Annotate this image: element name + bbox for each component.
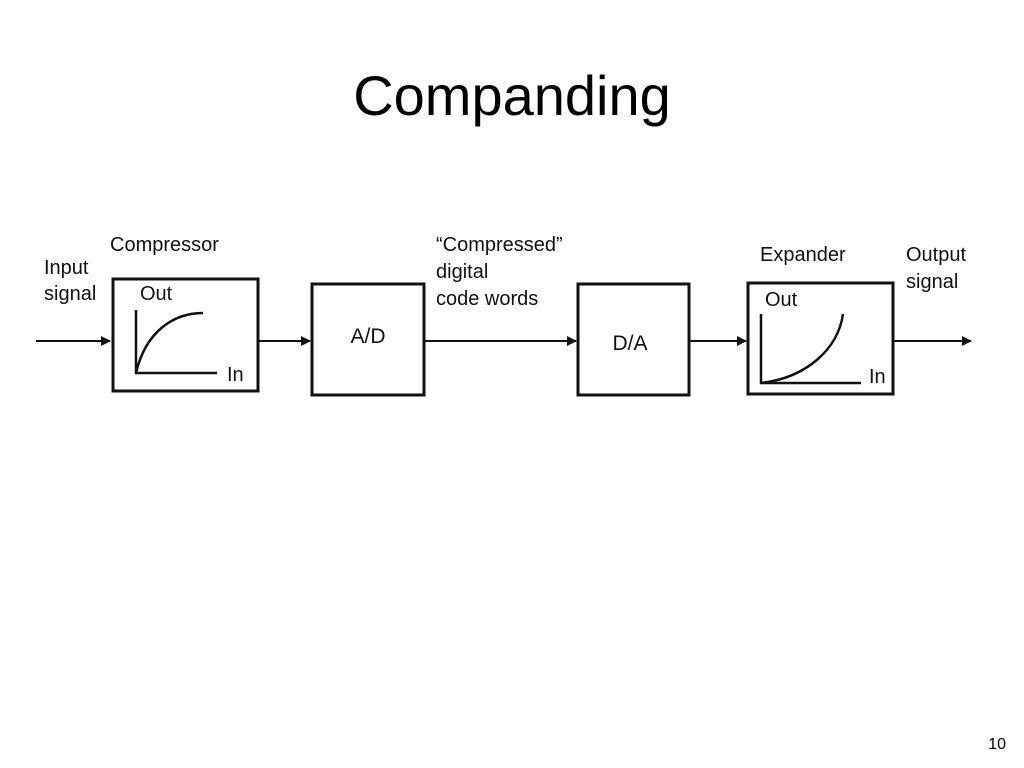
expander-block (746, 281, 895, 396)
compressor-in-axis-label: In (227, 364, 244, 386)
compressed-label-line1: “Compressed” (436, 234, 563, 256)
da-block-label: D/A (612, 332, 647, 355)
compressor-label: Compressor (110, 234, 219, 256)
page-number: 10 (988, 736, 1006, 753)
compressed-label-line3: code words (436, 288, 538, 310)
compressor-curve (134, 311, 204, 374)
compressor-out-axis-label: Out (140, 283, 173, 305)
da-block (576, 282, 691, 397)
expander-label: Expander (760, 244, 846, 266)
expander-out-axis-label: Out (765, 289, 798, 311)
output-signal-label-line2: signal (906, 271, 958, 293)
input-signal-label-line1: Input (44, 257, 89, 279)
ad-block (310, 282, 426, 397)
input-signal-label-line2: signal (44, 283, 96, 305)
ad-block-label: A/D (350, 325, 385, 348)
expander-curve (760, 313, 845, 385)
output-signal-label-line1: Output (906, 244, 966, 266)
compressed-label-line2: digital (436, 261, 488, 283)
slide-title: Companding (353, 64, 671, 127)
expander-in-axis-label: In (869, 366, 886, 388)
